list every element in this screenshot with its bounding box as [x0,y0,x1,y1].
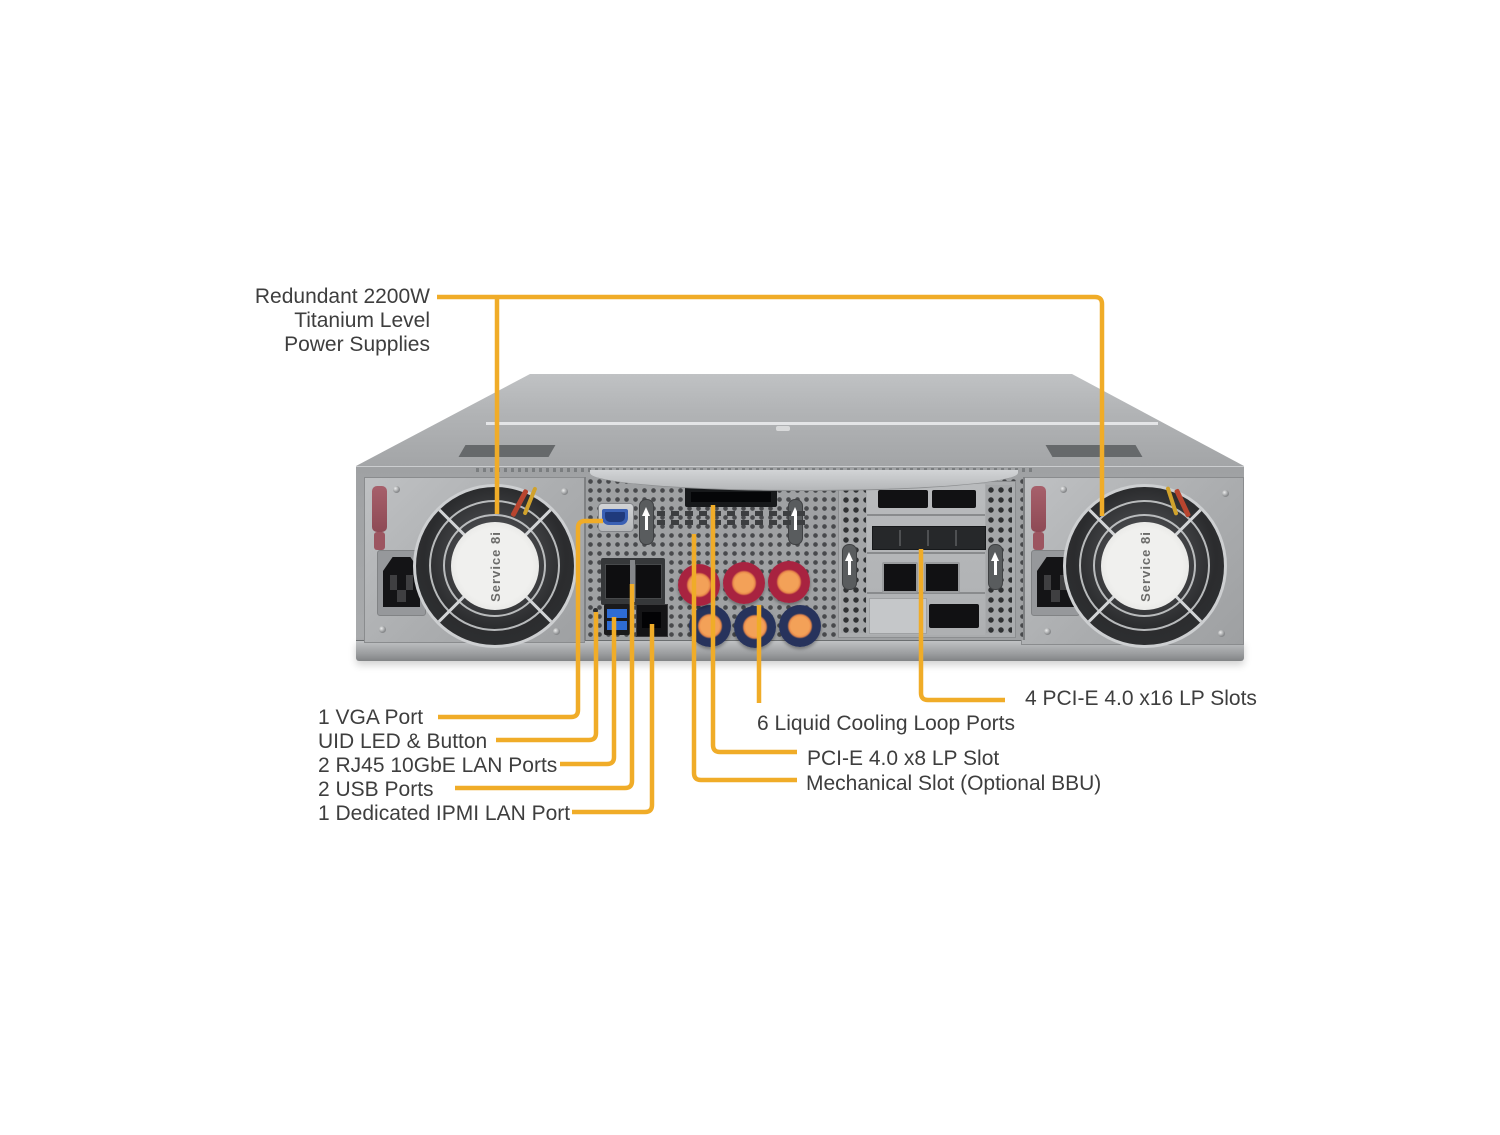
screw-icon [1060,486,1067,493]
label-pcie-x16: 4 PCI-E 4.0 x16 LP Slots [1025,687,1257,710]
label-lan: 2 RJ45 10GbE LAN Ports [318,754,558,777]
blank-slot-plate [869,598,927,634]
pcie-x16-card-edge [872,526,986,550]
callout-line-uid [496,612,599,743]
fan-center-label: Service 8i [451,522,539,610]
vga-port [598,503,634,532]
uid-button [593,608,598,613]
screw-icon [553,628,560,635]
io-panel [584,477,1025,648]
fan-center-label: Service 8i [1101,522,1189,610]
label-cooling: 6 Liquid Cooling Loop Ports [757,712,1016,735]
label-vga: 1 VGA Port [318,706,424,729]
label-psu-line3: Power Supplies [284,333,430,356]
screw-icon [393,486,400,493]
power-supply-left: Service 8i [364,477,585,648]
slot-latch-arrow-icon [988,544,1003,590]
ac-inlet-icon [383,557,420,607]
power-supply-right: Service 8i [1021,477,1244,648]
cooling-loop-port [723,562,765,604]
psu-latch-tab [374,532,385,550]
callout-line-x16 [918,549,1005,703]
label-usb: 2 USB Ports [318,778,434,801]
label-pcie-x8: PCI-E 4.0 x8 LP Slot [807,747,1000,770]
pcie-x16-port [932,490,976,508]
slot-latch-arrow-icon [639,499,654,545]
psu-power-socket [1031,550,1080,616]
lid-latch-dot [776,426,790,431]
fan-ring [429,500,560,631]
mechanical-slot-vents [657,511,809,527]
rear-handle-bracket [590,470,1018,491]
pcie-x16-port [878,490,928,508]
cooling-loop-port [734,606,776,648]
label-psu: Redundant 2200W Titanium Level Power Sup… [230,285,430,357]
chassis-lid [356,374,1244,466]
callout-line-usb [455,584,635,791]
screw-icon [1222,490,1229,497]
callout-line-ipmi [572,624,655,815]
psu-latch-tab [1033,532,1044,550]
fan-ring [1079,500,1210,631]
callout-line-mech [691,534,797,783]
psu-fan: Service 8i [1063,484,1227,648]
callout-line-vga [438,518,603,720]
callout-line-psu [437,294,1105,516]
pcie-x16-port [882,562,918,593]
label-psu-line1: Redundant 2200W [254,285,430,308]
usb-ports [604,604,630,635]
lid-highlight-line [486,422,1158,425]
fan-ring [1093,514,1196,617]
pcie-card-cage [838,481,1016,638]
label-psu-line2: Titanium Level [294,309,430,332]
callout-line-x8 [710,505,797,755]
label-uid: UID LED & Button [318,730,488,753]
screw-icon [561,488,568,495]
label-mechanical: Mechanical Slot (Optional BBU) [806,772,1102,795]
callout-line-lan [560,617,617,767]
screw-icon [379,626,386,633]
fan-ring [443,514,546,617]
psu-latch-lever [1031,486,1046,532]
cooling-loop-port [768,561,810,603]
pcie-x16-port [924,562,960,593]
screw-icon [1218,630,1225,637]
label-ipmi: 1 Dedicated IPMI LAN Port [318,802,571,825]
cage-center-plate [867,484,986,635]
psu-latch-lever [372,486,387,532]
slot-latch-arrow-icon [842,544,857,590]
rj45-lan-port [635,564,662,599]
screw-icon [1044,628,1051,635]
pcie-x16-port [929,604,979,628]
lan-port-block [601,558,665,605]
cooling-loop-port [779,605,821,647]
